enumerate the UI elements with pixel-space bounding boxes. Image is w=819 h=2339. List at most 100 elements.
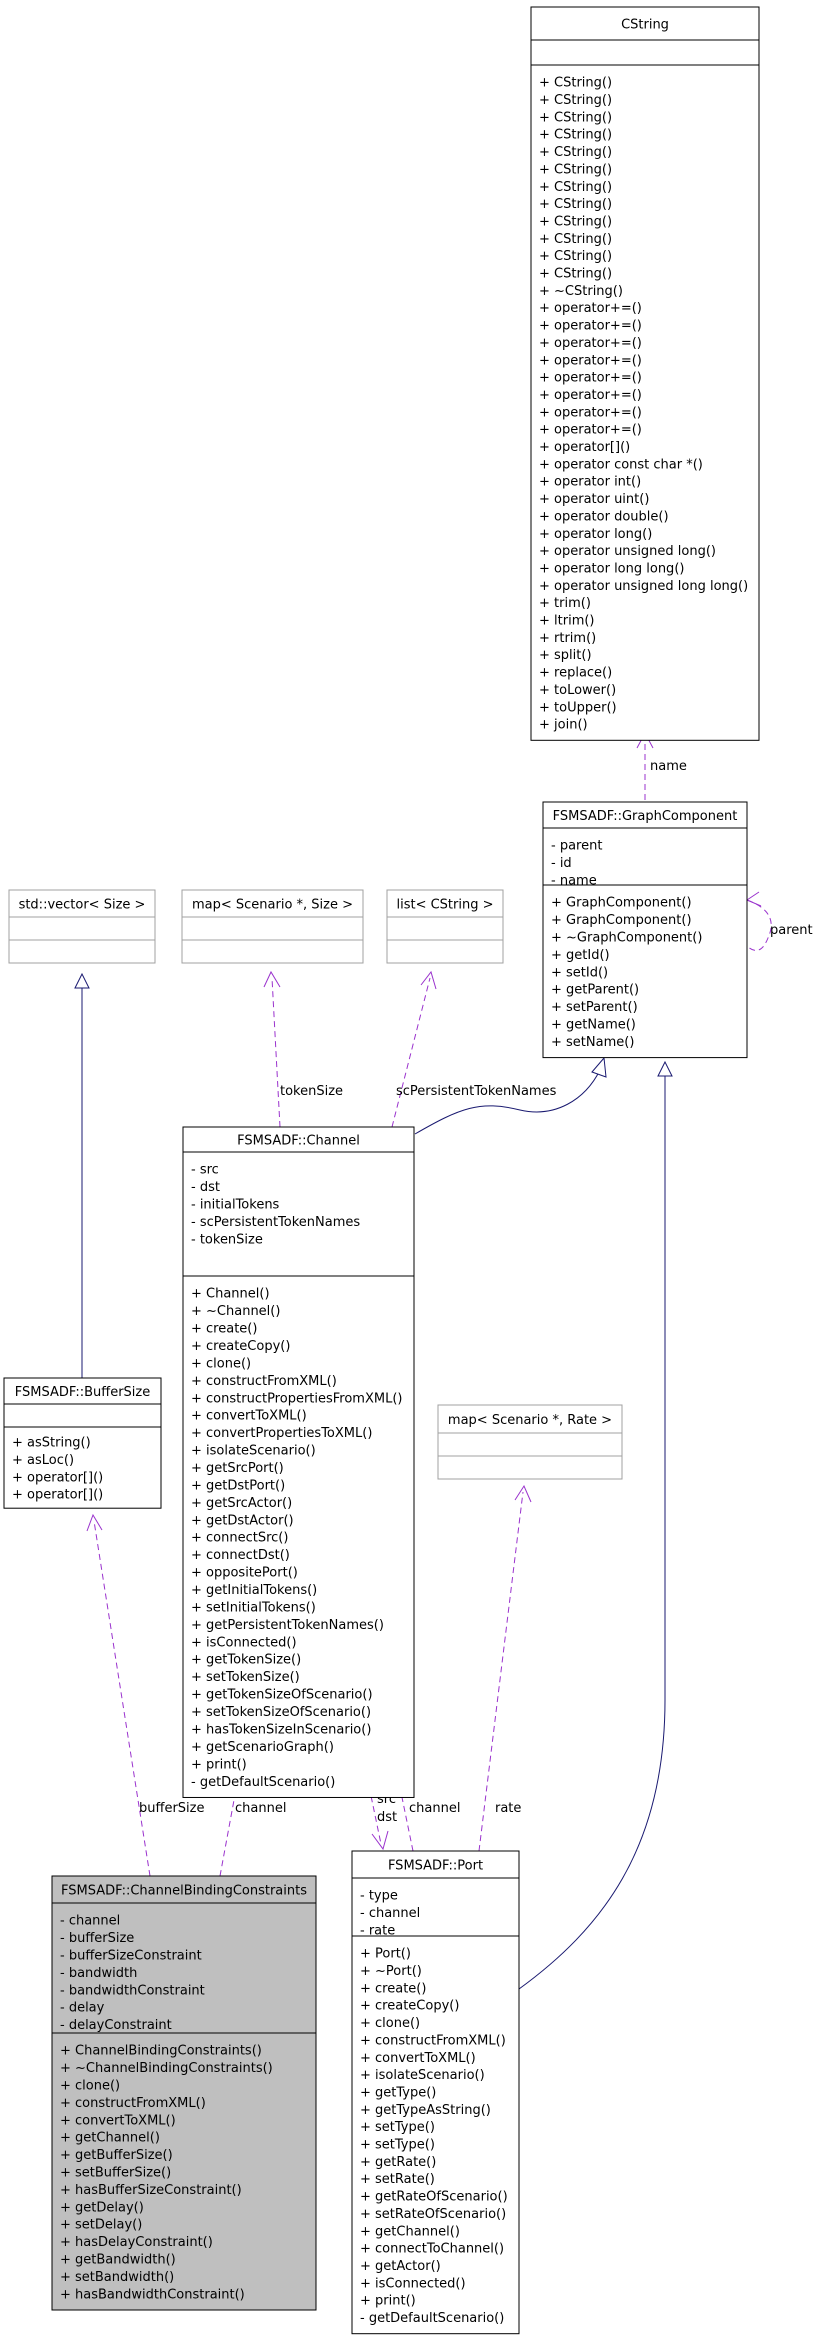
class-method: + CString() — [539, 110, 612, 125]
edge-channel-tokensize-map — [271, 977, 281, 1128]
class-method: + operator+=() — [539, 371, 642, 386]
class-boxes: CString+ CString()+ CString()+ CString()… — [3, 6, 760, 2335]
class-box-cstring — [530, 6, 760, 741]
class-attribute: - bufferSize — [60, 1931, 134, 1946]
class-method: + ~Port() — [360, 1964, 422, 1979]
class-method: + CString() — [539, 162, 612, 177]
class-method: + operator+=() — [539, 301, 642, 316]
class-method: + setDelay() — [60, 2218, 142, 2233]
class-method: + getScenarioGraph() — [191, 1740, 334, 1755]
class-method: + asString() — [12, 1436, 91, 1451]
class-method: + createCopy() — [191, 1339, 290, 1354]
class-method: + ~CString() — [539, 284, 623, 299]
edge-label-parent: parent — [770, 923, 813, 938]
class-box-buffersize — [3, 1377, 162, 1509]
class-title: map< Scenario *, Size > — [192, 898, 353, 913]
class-method: + setRate() — [360, 2172, 435, 2187]
class-box-graphcomponent — [542, 801, 748, 1059]
edge-label-rate: rate — [495, 1801, 521, 1816]
class-method: + constructPropertiesFromXML() — [191, 1391, 402, 1406]
class-method: + ltrim() — [539, 614, 595, 629]
class-method: + setName() — [551, 1035, 634, 1050]
class-box-mapsize — [181, 889, 364, 964]
edge-label-scpersistent: scPersistentTokenNames — [396, 1084, 557, 1099]
class-method: + constructFromXML() — [360, 2033, 506, 2048]
class-attribute: - channel — [60, 1914, 120, 1929]
arrowhead-src-dst — [371, 1830, 389, 1851]
class-method: + getPersistentTokenNames() — [191, 1618, 384, 1633]
class-method: + setType() — [360, 2138, 435, 2153]
class-attribute: - delayConstraint — [60, 2018, 172, 2033]
class-attribute: - src — [191, 1163, 219, 1178]
class-method: + getType() — [360, 2085, 436, 2100]
class-method: + getName() — [551, 1018, 636, 1033]
class-title: std::vector< Size > — [19, 898, 146, 913]
class-vector: std::vector< Size > — [8, 889, 156, 964]
class-method: + connectSrc() — [191, 1531, 288, 1546]
class-method: + toLower() — [539, 683, 616, 698]
edge-channel-scpersistent-list — [391, 977, 431, 1128]
arrowhead-parent — [745, 891, 762, 907]
class-method: + create() — [191, 1322, 257, 1337]
class-attribute: - initialTokens — [191, 1198, 280, 1213]
class-method: + isolateScenario() — [191, 1444, 316, 1459]
class-method: + operator+=() — [539, 336, 642, 351]
edge-port-channel-channel — [396, 1772, 414, 1852]
class-box-channel — [182, 1126, 415, 1798]
class-method: + setParent() — [551, 1000, 638, 1015]
class-method: + getTokenSize() — [191, 1653, 301, 1668]
class-method: + clone() — [60, 2079, 120, 2094]
class-method: - getDefaultScenario() — [191, 1775, 335, 1790]
class-method: + setBandwidth() — [60, 2270, 174, 2285]
class-title: list< CString > — [396, 898, 493, 913]
class-method: + CString() — [539, 93, 612, 108]
class-attribute: - name — [551, 874, 597, 889]
edge-channel-inherits-graphcomponent — [414, 1069, 601, 1135]
class-method: + getInitialTokens() — [191, 1583, 317, 1598]
class-attribute: - channel — [360, 1906, 420, 1921]
class-box-vector — [8, 889, 156, 964]
edge-label-tokensize: tokenSize — [280, 1084, 343, 1099]
class-method: + create() — [360, 1981, 426, 1996]
class-method: + connectToChannel() — [360, 2242, 504, 2257]
edge-label-buffersize: bufferSize — [139, 1801, 204, 1816]
arrowhead-tokensize — [263, 970, 281, 988]
class-method: + rtrim() — [539, 631, 596, 646]
class-attribute: - tokenSize — [191, 1232, 263, 1247]
class-method: + toUpper() — [539, 700, 617, 715]
class-method: + setRateOfScenario() — [360, 2207, 506, 2222]
edge-cbc-channel — [219, 1772, 240, 1877]
class-method: + connectDst() — [191, 1548, 290, 1563]
class-method: + CString() — [539, 76, 612, 91]
class-method: + GraphComponent() — [551, 896, 692, 911]
class-mapsize: map< Scenario *, Size > — [181, 889, 364, 964]
class-method: + getRate() — [360, 2155, 436, 2170]
class-method: + getActor() — [360, 2259, 441, 2274]
class-title: FSMSADF::Port — [388, 1859, 483, 1874]
class-method: + CString() — [539, 145, 612, 160]
class-method: + asLoc() — [12, 1453, 74, 1468]
class-method: + getSrcActor() — [191, 1496, 292, 1511]
class-method: + clone() — [360, 2016, 420, 2031]
class-method: + isolateScenario() — [360, 2068, 485, 2083]
class-method: + getChannel() — [60, 2131, 160, 2146]
inheritance-triangle-buffersize — [74, 972, 90, 989]
class-method: + hasBufferSizeConstraint() — [60, 2183, 242, 2198]
class-box-listcstring — [386, 889, 504, 964]
inheritance-triangle-channel — [591, 1056, 607, 1078]
class-attribute: - delay — [60, 2001, 105, 2016]
class-method: + ChannelBindingConstraints() — [60, 2044, 262, 2059]
class-method: + operator[]() — [12, 1488, 103, 1503]
class-attribute: - bandwidthConstraint — [60, 1983, 205, 1998]
class-method: + CString() — [539, 232, 612, 247]
class-listcstring: list< CString > — [386, 889, 504, 964]
class-box-cbc — [51, 1875, 317, 2311]
class-method: + getId() — [551, 948, 610, 963]
class-method: + operator+=() — [539, 353, 642, 368]
class-method: + clone() — [191, 1356, 251, 1371]
edge-port-inherits-graphcomponent — [518, 1076, 666, 1990]
class-method: + print() — [360, 2294, 416, 2309]
class-method: + createCopy() — [360, 1999, 459, 2014]
class-method: + convertToXML() — [60, 2113, 176, 2128]
